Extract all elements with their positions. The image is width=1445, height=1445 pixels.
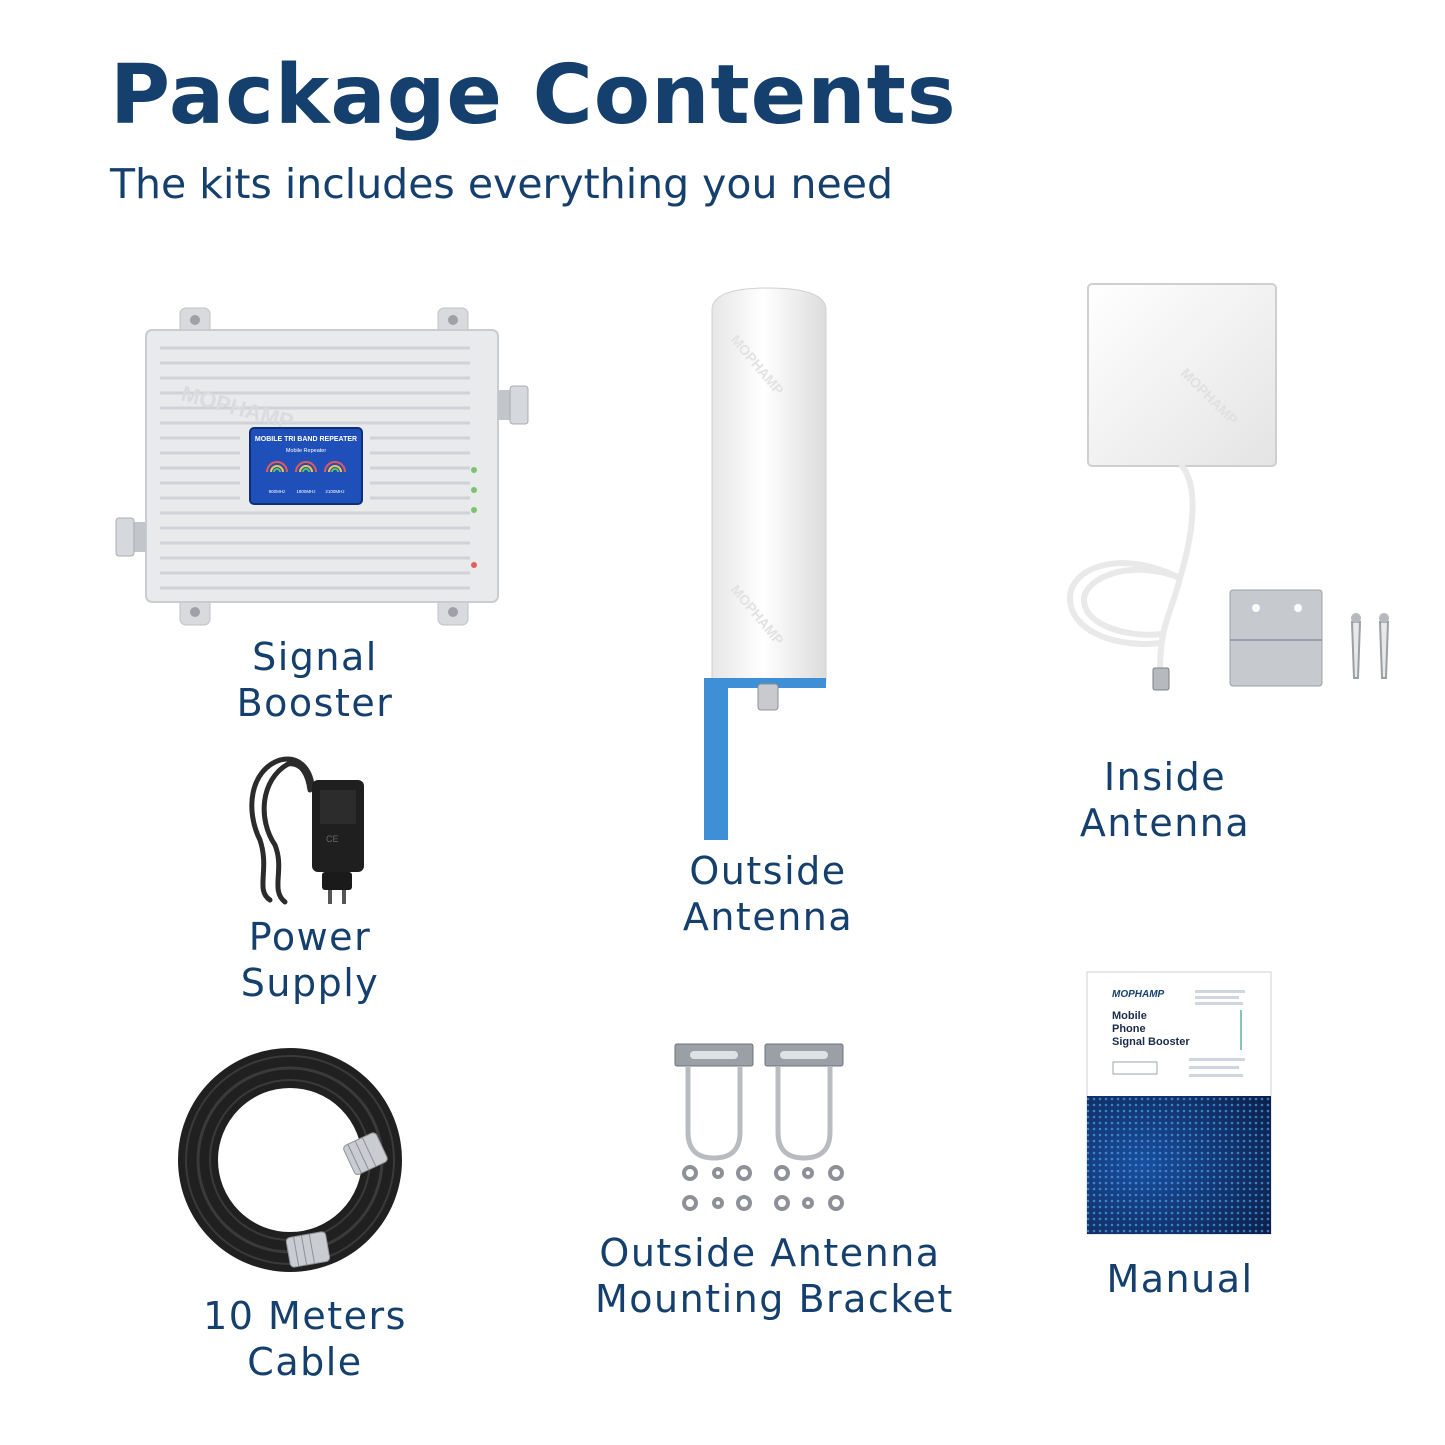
band3-label: 2100MHz	[325, 489, 345, 494]
band2-label: 1800MHz	[296, 489, 316, 494]
manual-label: Manual	[1106, 1257, 1254, 1301]
outside-antenna-image: MOPHAMP MOPHAMP	[704, 287, 827, 840]
page-subtitle: The kits includes everything you need	[110, 160, 893, 208]
manual-image: MOPHAMP Mobile Phone Signal Booster	[1086, 971, 1272, 1235]
page-title: Package Contents	[110, 48, 957, 143]
booster-screen-subtitle: Mobile Repeater	[286, 448, 327, 454]
outside-antenna-label: Outside Antenna	[682, 849, 854, 939]
signal-booster-label: Signal Booster	[236, 635, 394, 725]
manual-cover-line2: Phone	[1112, 1023, 1146, 1035]
booster-screen-title: MOBILE TRI BAND REPEATER	[255, 436, 357, 443]
cable-label: 10 Meters Cable	[203, 1294, 407, 1384]
cable-image	[178, 1048, 402, 1272]
manual-brand: MOPHAMP	[1112, 989, 1165, 1000]
signal-booster-image: MOBILE TRI BAND REPEATER Mobile Repeater…	[115, 307, 529, 626]
manual-cover-line1: Mobile	[1112, 1010, 1147, 1022]
signal-bars-icon	[266, 461, 346, 473]
band1-label: 900MHz	[269, 489, 287, 494]
inside-antenna-label: Inside Antenna	[1079, 755, 1251, 845]
inside-antenna-image: MOPHAMP	[1066, 283, 1390, 691]
power-supply-label: Power Supply	[240, 915, 380, 1005]
manual-cover-line3: Signal Booster	[1112, 1036, 1190, 1048]
power-supply-image: CE	[249, 756, 364, 905]
mounting-bracket-image	[674, 1043, 844, 1211]
mounting-bracket-label: Outside Antenna Mounting Bracket	[595, 1231, 954, 1321]
svg-text:CE: CE	[326, 834, 339, 844]
